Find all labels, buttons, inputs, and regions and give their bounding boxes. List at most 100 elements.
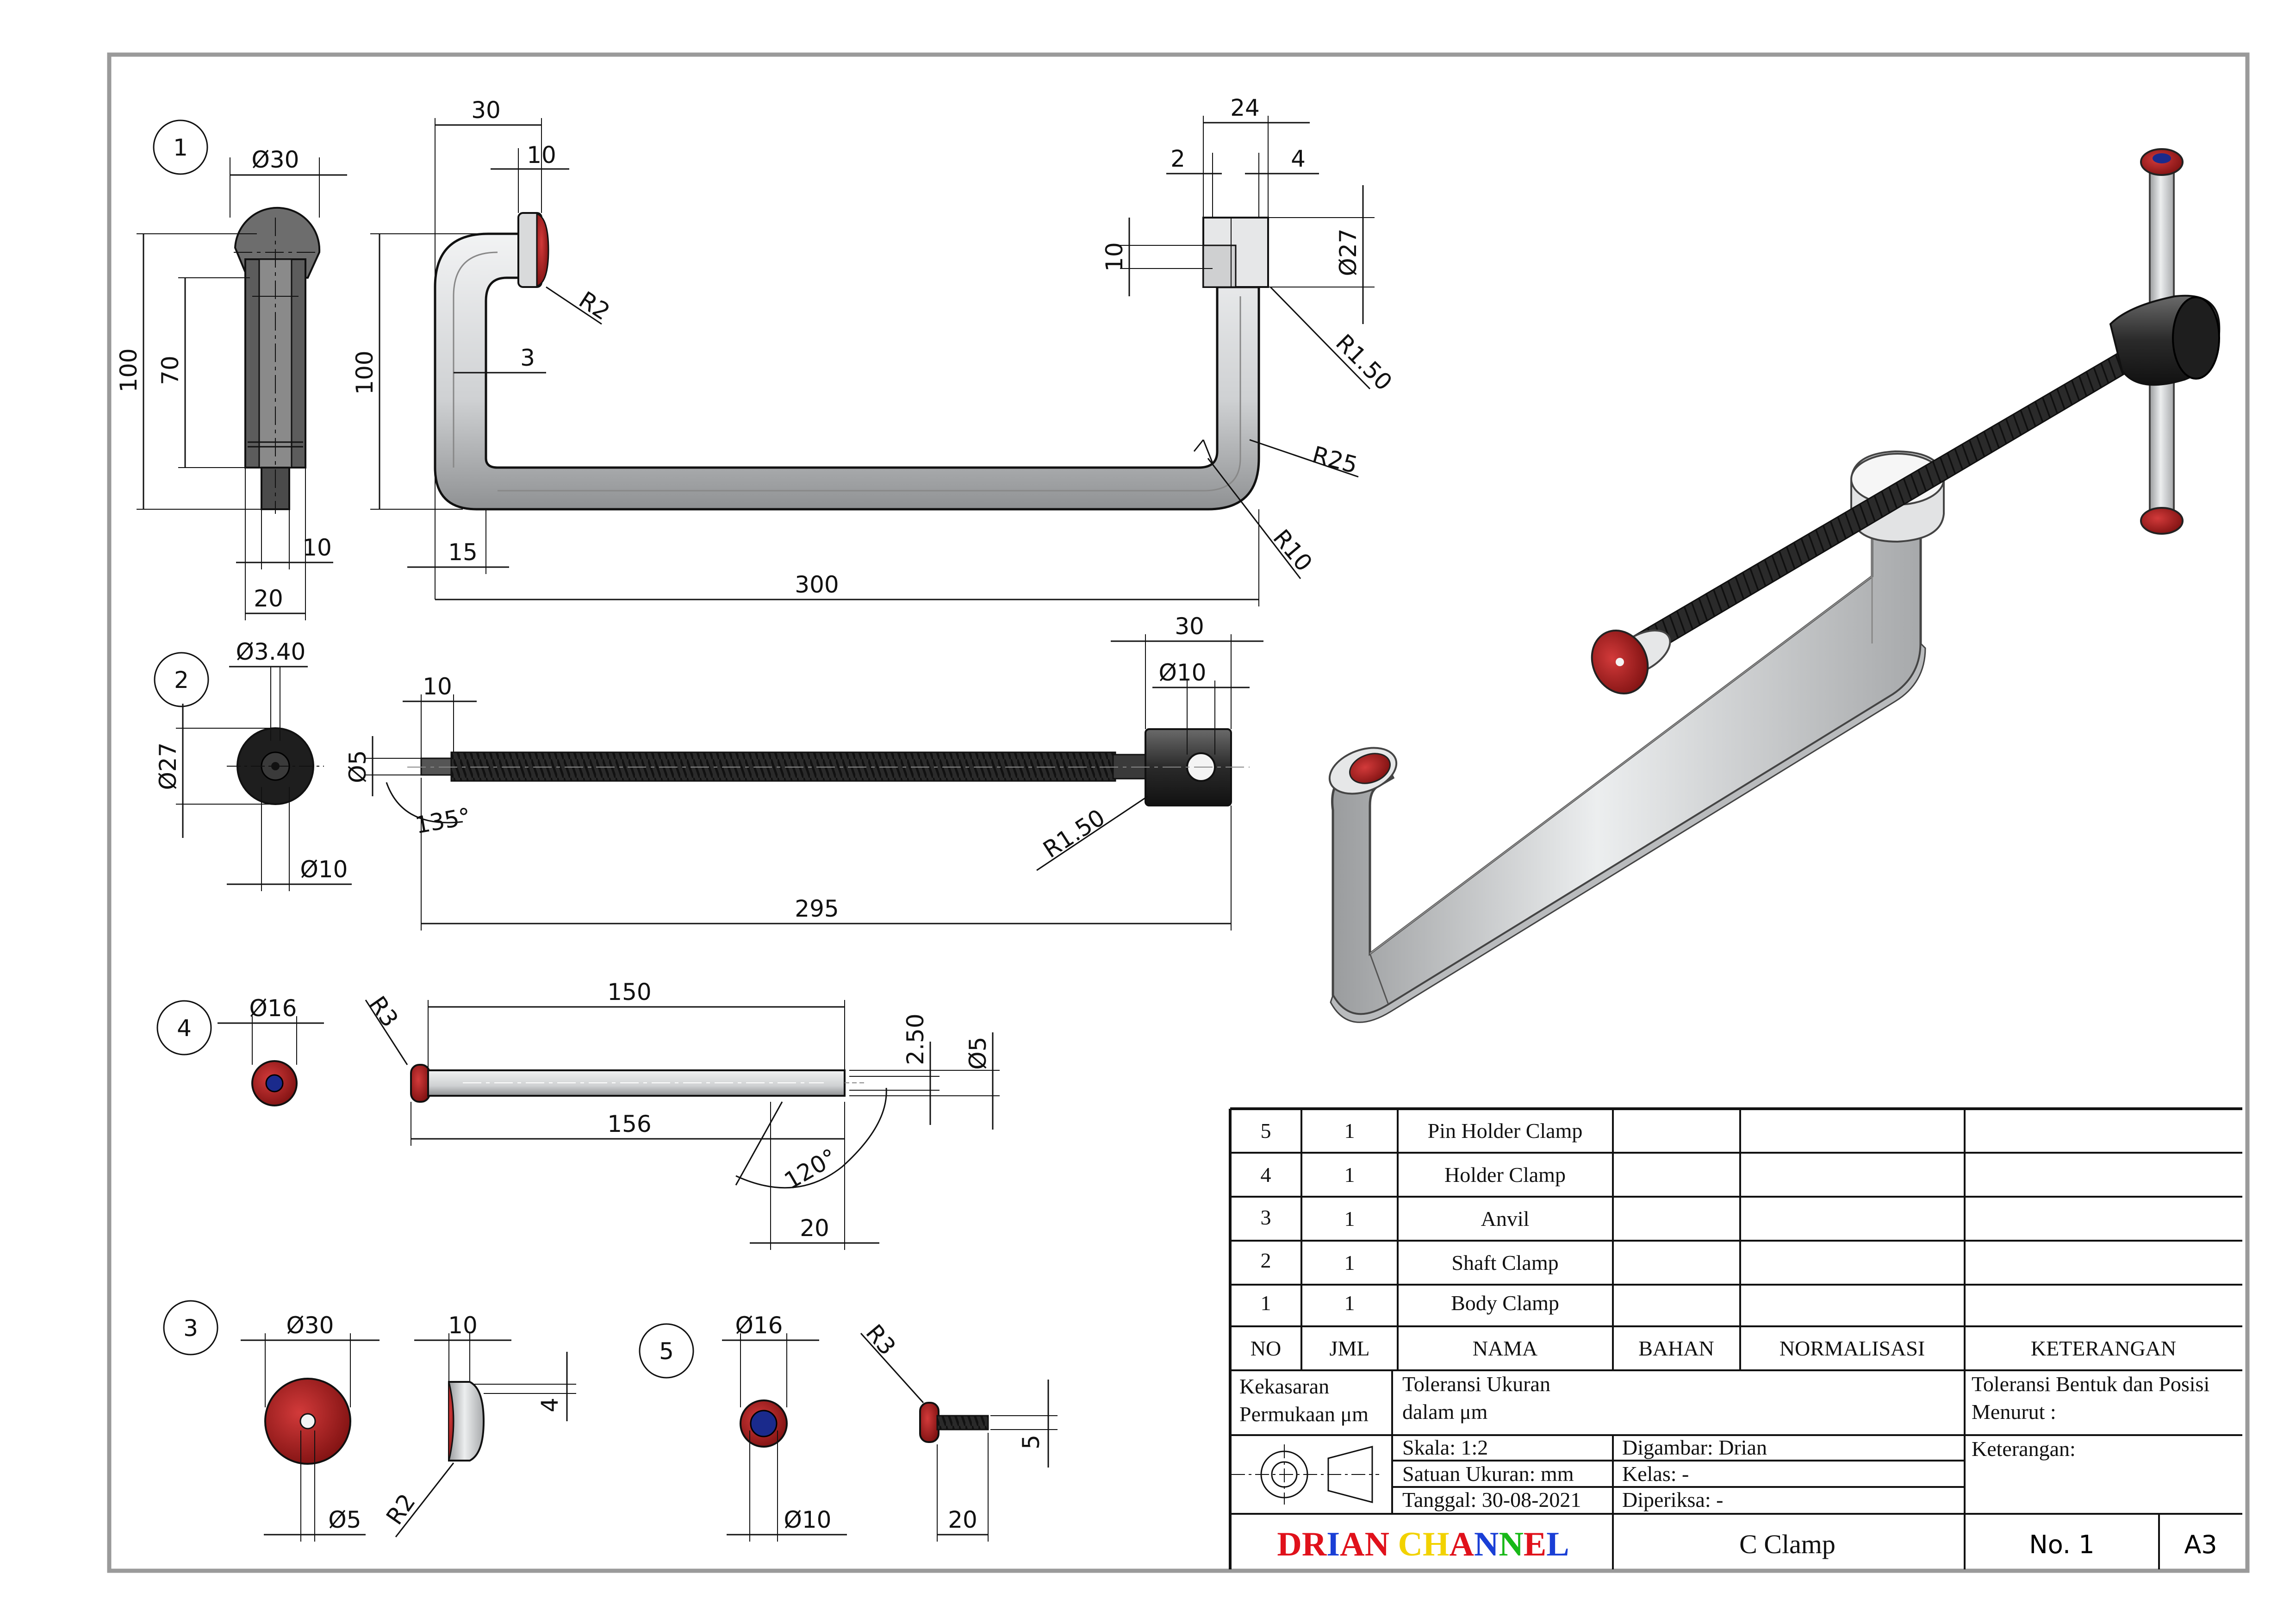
bom-no: 1: [1261, 1291, 1271, 1315]
anvil-end-dims: Ø30 Ø5: [241, 1312, 380, 1542]
brand-letter: [1389, 1525, 1398, 1563]
dim-text: 4: [536, 1398, 563, 1412]
balloon-3-label: 3: [183, 1315, 198, 1342]
isometric-assembly: [1328, 148, 2221, 1023]
checked-by-label: Diperiksa: -: [1622, 1488, 1723, 1512]
dim-text: 20: [800, 1215, 829, 1242]
bom-qty: 1: [1344, 1119, 1355, 1143]
brand-letter: A: [1340, 1525, 1364, 1563]
brand-letter: N: [1499, 1525, 1523, 1563]
dim-text: 135°: [413, 803, 473, 839]
view-shaft-clamp: 2 Ø3.40 Ø27 Ø10: [154, 613, 1263, 931]
bom-row: 4 1 Holder Clamp: [1261, 1163, 1566, 1187]
bom-row: 3 1 Anvil: [1261, 1206, 1530, 1230]
dim-text: 5: [1018, 1435, 1045, 1449]
bom-header-keterangan: KETERANGAN: [2031, 1337, 2176, 1360]
view-holder-clamp: 4 Ø16 R3 150 2.50: [156, 979, 1000, 1250]
drawing-title: C Clamp: [1739, 1529, 1836, 1559]
shaft-end-view: [227, 727, 324, 805]
title-block: 5 1 Pin Holder Clamp 4 1 Holder Clamp 3 …: [1229, 1107, 2242, 1569]
dim-text: 24: [1230, 94, 1260, 121]
holder-end-dims: Ø16: [218, 995, 324, 1065]
dim-text: 30: [471, 97, 501, 124]
bom-name: Shaft Clamp: [1451, 1251, 1558, 1274]
view-body-clamp: 1 Ø30 100 70: [115, 94, 1397, 620]
holder-side-view: [410, 1064, 865, 1103]
dim-text: 10: [448, 1312, 478, 1339]
dim-text: 156: [607, 1111, 651, 1137]
dim-text: 10: [423, 673, 452, 700]
toleransi-ukuran-label: Toleransi Ukuran: [1402, 1372, 1550, 1396]
bom-name: Pin Holder Clamp: [1428, 1119, 1583, 1143]
sheet-border: [107, 52, 2250, 1573]
balloon-2: [154, 652, 209, 707]
balloon-1: [153, 119, 208, 175]
kekasaran-label: Kekasaran: [1239, 1374, 1329, 1398]
scale-label: Skala: 1:2: [1402, 1436, 1488, 1459]
balloon-4: [156, 1000, 212, 1056]
bom-no: 2: [1261, 1249, 1271, 1272]
dim-text: Ø5: [964, 1037, 991, 1069]
dim-text: 300: [795, 571, 839, 598]
view-anvil: 3 Ø30 Ø5 10 4: [163, 1300, 576, 1542]
dim-text: Ø5: [328, 1506, 361, 1533]
shaft-side-view: [407, 728, 1250, 806]
balloon-3: [163, 1300, 218, 1355]
dim-text: R3: [364, 991, 404, 1032]
brand-letter: D: [1277, 1525, 1301, 1563]
dim-text: Ø10: [300, 856, 348, 883]
dim-text: Ø27: [155, 743, 181, 790]
dim-text: 3: [520, 344, 535, 371]
bom-no: 3: [1261, 1206, 1271, 1229]
dim-text: Ø10: [784, 1506, 832, 1533]
brand-letter: R: [1302, 1525, 1327, 1563]
dim-text: Ø3.40: [236, 638, 306, 665]
toleransi-ukuran-label-2: dalam μm: [1402, 1400, 1488, 1424]
balloon-2-label: 2: [174, 667, 189, 693]
bom-no: 5: [1261, 1119, 1271, 1143]
projection-symbol: [1231, 1444, 1379, 1505]
dim-text: R1.50: [1039, 804, 1110, 863]
dim-text: 10: [527, 142, 556, 169]
dim-text: 120°: [780, 1143, 841, 1194]
pin-side-dims: R3 5 20: [860, 1319, 1058, 1542]
bom-name: Holder Clamp: [1444, 1163, 1566, 1187]
dim-text: 4: [1291, 145, 1306, 172]
brand-letter: C: [1398, 1525, 1423, 1563]
bom-header-nama: NAMA: [1473, 1337, 1538, 1360]
brand-letter: N: [1474, 1525, 1499, 1563]
bom-row: 2 1 Shaft Clamp: [1261, 1249, 1559, 1274]
dim-text: 2: [1170, 145, 1185, 172]
dim-text: 150: [607, 979, 651, 1006]
bom-qty: 1: [1344, 1291, 1355, 1315]
dim-text: 20: [948, 1506, 977, 1533]
holder-side-dims: R3 150 2.50 Ø5 156 120° 20: [364, 979, 1000, 1250]
bom-header-jml: JML: [1330, 1337, 1370, 1360]
sheet-size: A3: [2184, 1530, 2217, 1559]
drawn-by-label: Digambar: Drian: [1622, 1436, 1767, 1459]
dim-text: R25: [1309, 441, 1360, 479]
bom-header-bahan: BAHAN: [1638, 1337, 1714, 1360]
drawing-number: No. 1: [2029, 1530, 2094, 1559]
dim-text: 10: [302, 534, 332, 561]
body-front-view: [434, 212, 1269, 511]
toleransi-bentuk-label: Toleransi Bentuk dan Posisi: [1972, 1372, 2209, 1396]
shaft-end-dims: Ø3.40 Ø27 Ø10: [155, 638, 352, 891]
anvil-end-view: [264, 1378, 351, 1465]
brand-letter: H: [1423, 1525, 1450, 1563]
balloon-4-label: 4: [177, 1015, 192, 1042]
date-label: Tanggal: 30-08-2021: [1402, 1488, 1581, 1512]
unit-label: Satuan Ukuran: mm: [1402, 1462, 1574, 1486]
dim-text: 10: [1101, 242, 1128, 272]
dim-text: R3: [860, 1319, 901, 1360]
kekasaran-label-2: Permukaan μm: [1239, 1402, 1369, 1426]
dim-text: 295: [795, 895, 839, 922]
balloon-5: [639, 1323, 694, 1379]
pin-end-dims: Ø16 Ø10: [722, 1312, 847, 1542]
dim-text: 2.50: [902, 1013, 929, 1065]
brand-letter: E: [1524, 1525, 1546, 1563]
brand-logo: DRIAN CHANNEL: [1277, 1525, 1569, 1563]
dim-text: R10: [1268, 525, 1318, 577]
balloon-5-label: 5: [659, 1338, 674, 1365]
brand-letter: N: [1365, 1525, 1389, 1563]
